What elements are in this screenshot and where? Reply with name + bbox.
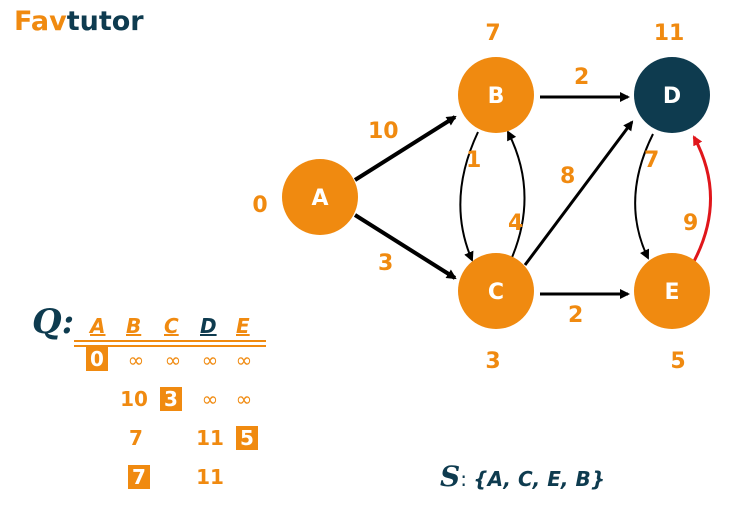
queue-cell: 11 xyxy=(196,465,224,489)
node-d xyxy=(634,57,710,133)
edge-c-b xyxy=(507,130,526,263)
queue-cell: 5 xyxy=(236,426,258,450)
weight-c-e: 2 xyxy=(568,303,583,328)
node-a-label: A xyxy=(311,186,328,211)
queue-cell: 10 xyxy=(120,387,148,411)
visited-set-separator: : xyxy=(460,467,467,491)
queue-cell: ∞ xyxy=(164,348,182,372)
weight-d-e: 7 xyxy=(644,148,659,173)
dist-a: 0 xyxy=(252,193,267,218)
weight-b-d: 2 xyxy=(574,65,589,90)
logo-check-icon: v xyxy=(49,6,67,37)
weight-c-d: 8 xyxy=(560,164,575,189)
queue-cell: 0 xyxy=(86,347,108,371)
queue-cell: 11 xyxy=(196,426,224,450)
node-d-label: D xyxy=(663,84,681,109)
dist-c: 3 xyxy=(485,349,500,374)
queue-cell: ∞ xyxy=(235,387,253,411)
node-c xyxy=(458,253,534,329)
dist-b: 7 xyxy=(485,21,500,46)
queue-header-c: C xyxy=(164,314,179,338)
edge-a-b xyxy=(353,115,457,182)
queue-divider-top xyxy=(74,340,266,342)
queue-cell: ∞ xyxy=(127,348,145,372)
queue-header-b: B xyxy=(126,314,142,338)
edge-c-d xyxy=(523,120,634,266)
favtutor-logo: Favtutor xyxy=(14,6,144,37)
edge-d-e xyxy=(634,133,654,260)
dist-e: 5 xyxy=(670,349,685,374)
visited-set-symbol: S xyxy=(440,460,461,493)
visited-set: S: {A, C, E, B} xyxy=(440,460,605,493)
queue-header-a: A xyxy=(90,314,106,338)
node-a xyxy=(282,159,358,235)
queue-header-d: D xyxy=(200,314,217,338)
node-b-label: B xyxy=(488,84,505,109)
edge-a-c xyxy=(353,213,457,280)
queue-cell: ∞ xyxy=(201,348,219,372)
queue-header-e: E xyxy=(236,314,250,338)
queue-cell: ∞ xyxy=(201,387,219,411)
weight-a-b: 10 xyxy=(368,119,399,144)
queue-cell: 7 xyxy=(129,426,143,450)
queue-divider-bottom xyxy=(74,345,266,347)
queue-symbol: Q: xyxy=(32,302,75,342)
weight-a-c: 3 xyxy=(378,251,393,276)
node-b xyxy=(458,57,534,133)
node-e xyxy=(634,253,710,329)
node-c-label: C xyxy=(488,280,504,305)
queue-cell: 3 xyxy=(160,387,182,411)
weight-c-b: 4 xyxy=(508,211,523,236)
queue-cell: ∞ xyxy=(235,348,253,372)
weight-e-d: 9 xyxy=(683,211,698,236)
queue-cell: 7 xyxy=(128,465,150,489)
dist-d: 11 xyxy=(654,21,685,46)
edge-e-d xyxy=(690,135,712,266)
visited-set-items: {A, C, E, B} xyxy=(473,467,605,491)
edge-b-c xyxy=(459,131,479,262)
weight-b-c: 1 xyxy=(466,148,481,173)
node-e-label: E xyxy=(664,280,679,305)
